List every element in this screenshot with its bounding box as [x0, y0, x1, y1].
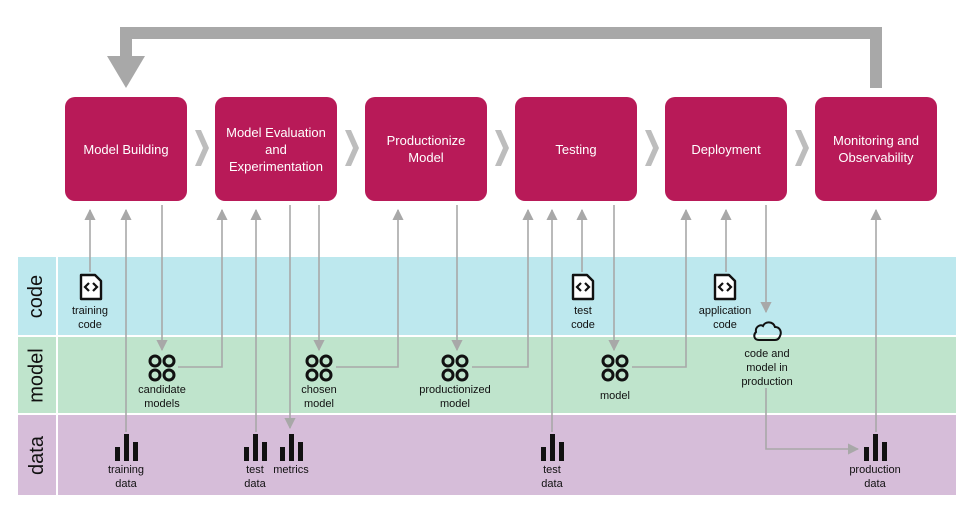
chosen-model-label: chosen model: [301, 384, 337, 410]
arrow-chosen-to-productionize: [336, 208, 404, 368]
stage-productionize-model: Productionize Model: [365, 97, 487, 201]
model-band-label: model: [18, 337, 56, 413]
metrics-label: metrics: [273, 464, 309, 476]
stage-testing: Testing: [515, 97, 637, 201]
training-data-label: training data: [107, 464, 145, 490]
training-code-label: training code: [71, 305, 109, 331]
chevron-right-icon: [495, 130, 509, 166]
band-divider: [56, 257, 58, 495]
arrow-candidates-to-evaluation: [178, 208, 228, 368]
bar-chart-icon: [115, 434, 138, 461]
model-icon: [441, 354, 469, 382]
test-data-eval-label: test data: [244, 464, 266, 490]
stage-model-building: Model Building: [65, 97, 187, 201]
arrow-productionized-to-testing: [472, 208, 534, 368]
chevron-right-icon: [345, 130, 359, 166]
arrow-production-to-production-data: [765, 388, 860, 455]
model-icon: [305, 354, 333, 382]
model-icon: [601, 354, 629, 382]
model-label: model: [600, 390, 630, 402]
chevron-right-icon: [795, 130, 809, 166]
stage-monitoring: Monitoring and Observability: [815, 97, 937, 201]
code-band: [18, 257, 956, 335]
application-code-label: application code: [698, 305, 752, 331]
bar-chart-icon: [541, 434, 564, 461]
data-band-label: data: [18, 415, 56, 495]
test-data-testing-label: test data: [541, 464, 563, 490]
test-code-label: test code: [571, 305, 595, 331]
code-file-icon: [571, 273, 595, 301]
code-file-icon: [79, 273, 103, 301]
chevron-right-icon: [645, 130, 659, 166]
code-file-icon: [713, 273, 737, 301]
code-and-model-in-production-label: code and model in production: [741, 348, 793, 388]
code-band-label: code: [18, 257, 56, 335]
cloud-icon: [753, 321, 782, 341]
bar-chart-icon: [280, 434, 303, 461]
stage-model-evaluation: Model Evaluation and Experimentation: [215, 97, 337, 201]
arrow-model-to-deployment: [632, 208, 692, 368]
model-icon: [148, 354, 176, 382]
feedback-loop-arrow: [107, 27, 882, 88]
bar-chart-icon: [244, 434, 267, 461]
stage-deployment: Deployment: [665, 97, 787, 201]
candidate-models-label: candidate models: [138, 384, 186, 410]
chevron-right-icon: [195, 130, 209, 166]
productionized-model-label: productionized model: [419, 384, 491, 410]
production-data-label: production data: [849, 464, 901, 490]
data-band: [18, 415, 956, 495]
bar-chart-icon: [864, 434, 887, 461]
